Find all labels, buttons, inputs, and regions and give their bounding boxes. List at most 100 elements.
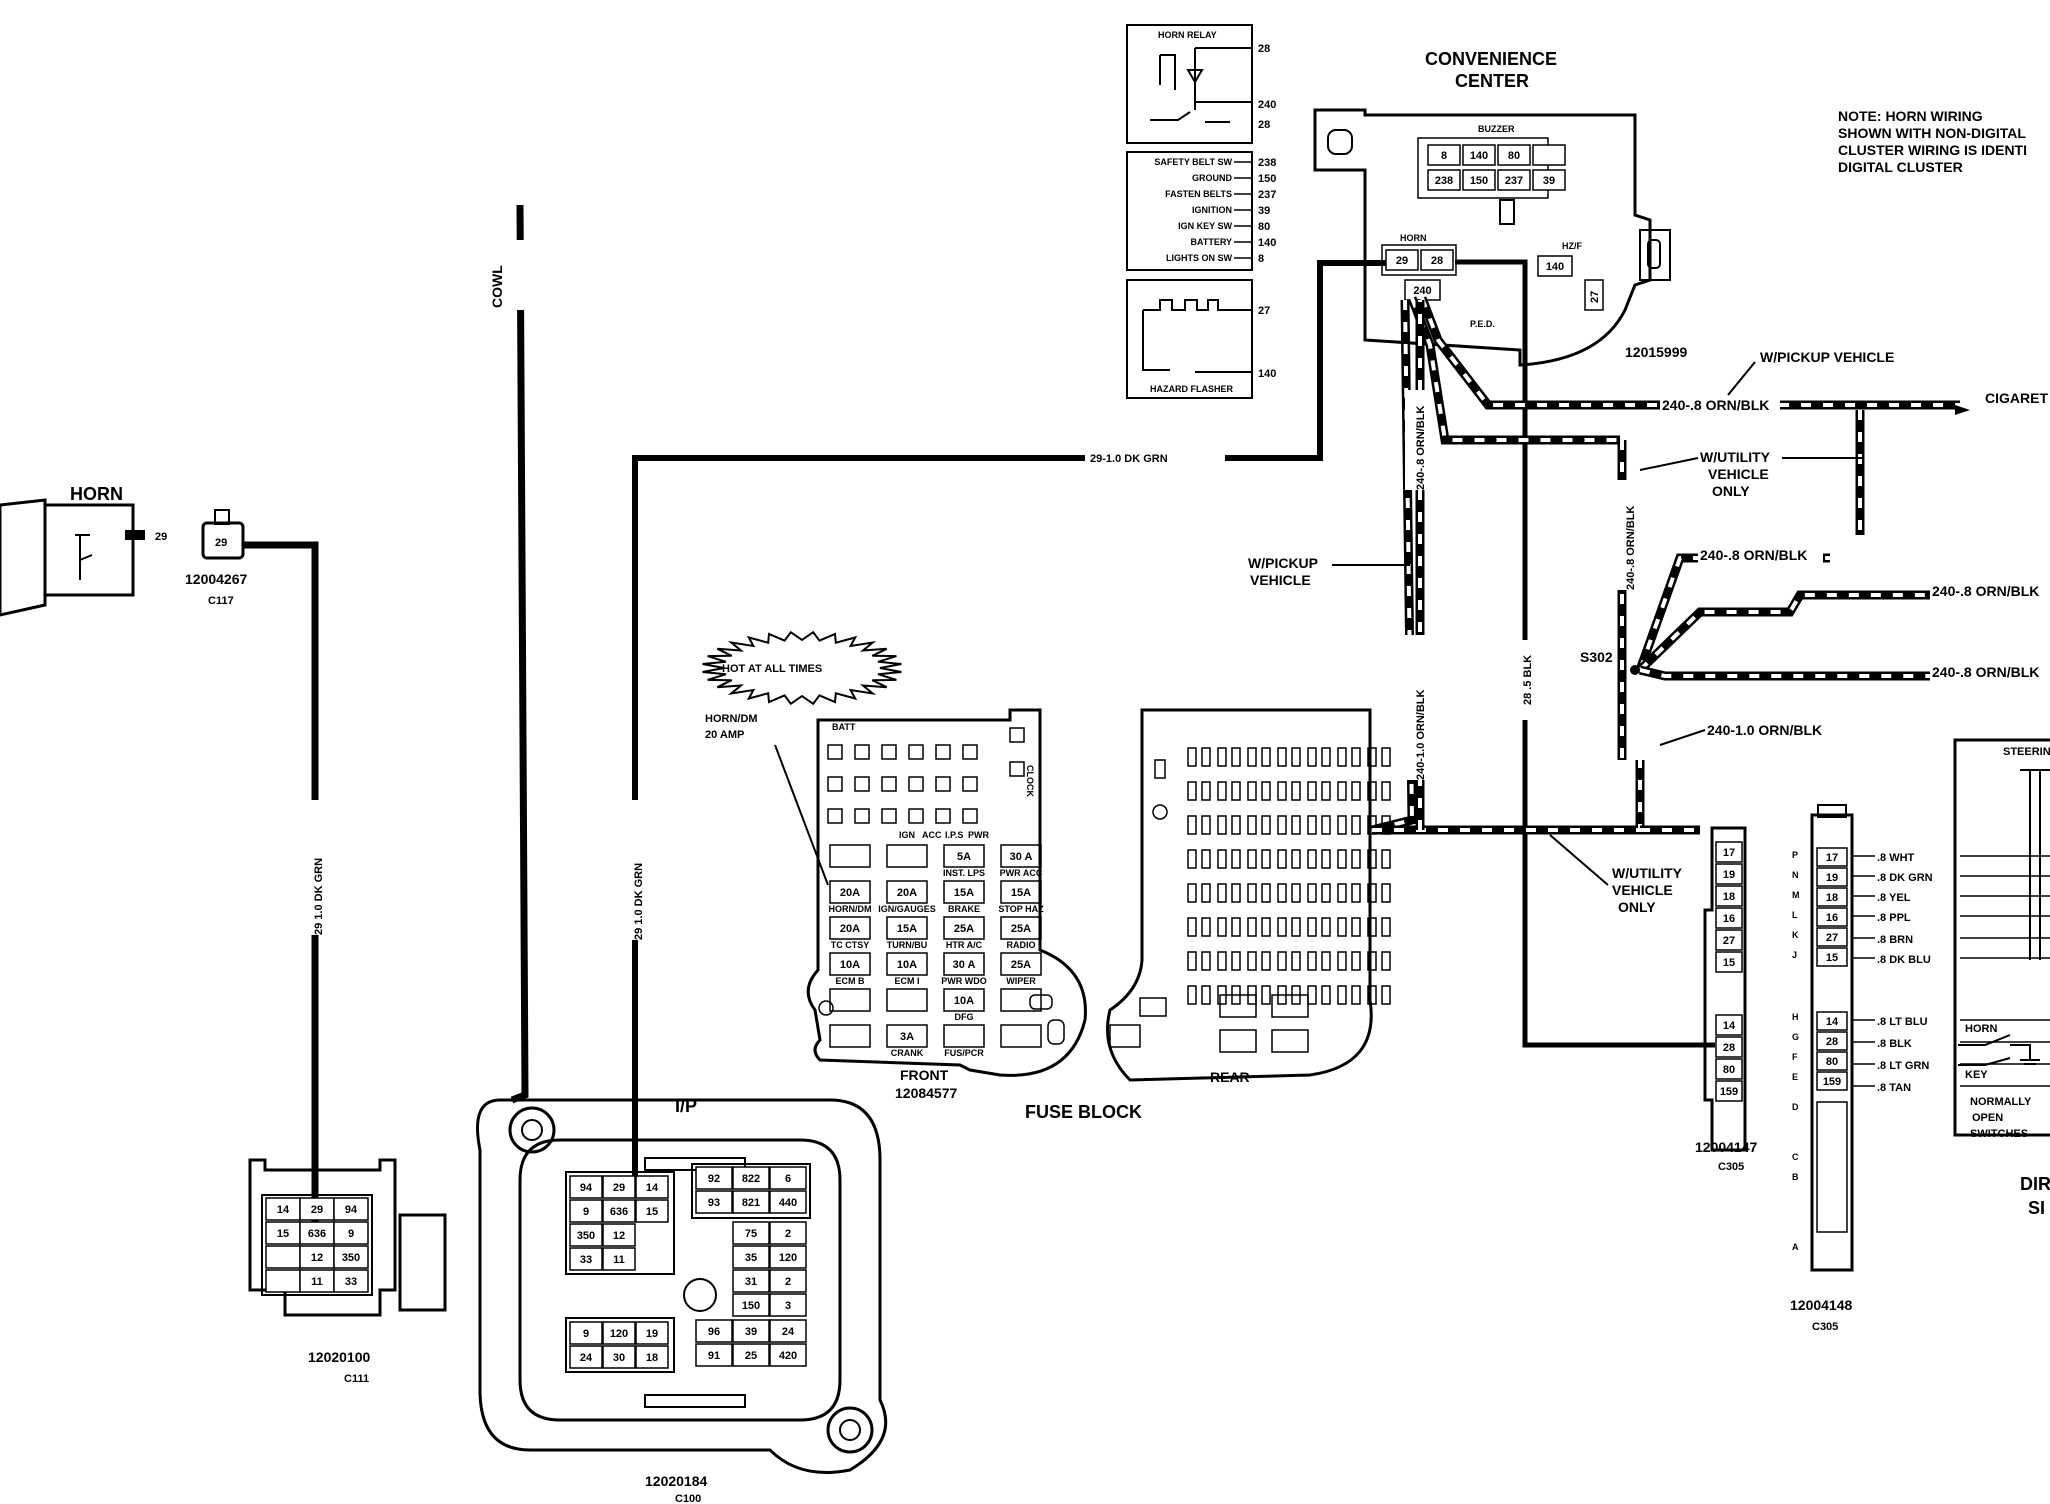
cc-title-1: CONVENIENCE bbox=[1425, 49, 1557, 69]
c305a-pin: 19 bbox=[1723, 869, 1735, 881]
ip-pin-box bbox=[732, 1221, 770, 1245]
hazard-flasher-title: HAZARD FLASHER bbox=[1150, 384, 1233, 394]
cc-buzzer-pin: 150 bbox=[1470, 175, 1488, 187]
horn-feed-wire bbox=[632, 260, 1395, 1180]
c111-pin: 9 bbox=[348, 1228, 354, 1240]
c111-pin: 12 bbox=[311, 1252, 323, 1264]
fuse-name: STOP HAZ bbox=[998, 904, 1044, 914]
buzzer-row-pin: 237 bbox=[1258, 189, 1276, 201]
svg-text:DIGITAL CLUSTER: DIGITAL CLUSTER bbox=[1838, 159, 1963, 175]
horn-relay-pin-2: 240 bbox=[1258, 99, 1276, 111]
c305b-letter: B bbox=[1792, 1172, 1799, 1182]
fuse-value: 3A bbox=[900, 1031, 914, 1043]
fuse-name: TURN/BU bbox=[887, 940, 928, 950]
cc-horn-pin-box bbox=[1385, 249, 1419, 271]
orn-blk-stripe bbox=[1638, 556, 1830, 671]
ip-pin-box bbox=[769, 1319, 807, 1343]
c111-pin-box bbox=[333, 1197, 369, 1221]
cc-ped-label: P.E.D. bbox=[1470, 319, 1495, 329]
c305b-letter: K bbox=[1792, 930, 1799, 940]
cc-buzzer-pin: 39 bbox=[1543, 175, 1555, 187]
c305b-wire-label: .8 TAN bbox=[1877, 1082, 1911, 1094]
c305b-wire-label: .8 LT BLU bbox=[1877, 1016, 1928, 1028]
c305b-letter: A bbox=[1792, 1242, 1799, 1252]
fuse-clock-label: CLOCK bbox=[1025, 765, 1035, 797]
c305a-part: 12004147 bbox=[1695, 1139, 1758, 1155]
cc-buzzer-pin-box bbox=[1462, 169, 1496, 191]
steering-switches-3: SWITCHES bbox=[1970, 1128, 2028, 1140]
c305b-pin-box bbox=[1816, 1051, 1848, 1071]
c111-pin: 636 bbox=[308, 1228, 326, 1240]
c305b-letter: H bbox=[1792, 1012, 1799, 1022]
orn-blk-stripe bbox=[1420, 297, 1960, 407]
ip-pin-box bbox=[769, 1245, 807, 1269]
c305a-pin-box bbox=[1715, 907, 1743, 929]
ip-pin: 25 bbox=[745, 1350, 757, 1362]
fuse-value: 20A bbox=[840, 887, 860, 899]
wire-label-w7: 240-.8 ORN/BLK bbox=[1932, 583, 2039, 599]
ip-pin: 29 bbox=[613, 1182, 625, 1194]
fuse-top-label: I.P.S bbox=[945, 830, 963, 840]
cc-pin-240: 240 bbox=[1413, 285, 1431, 297]
c305b-letter: P bbox=[1792, 850, 1798, 860]
buzzer-row-name: FASTEN BELTS bbox=[1165, 189, 1232, 199]
c117-part: 12004267 bbox=[185, 571, 248, 587]
fuse-name: ECM I bbox=[894, 976, 919, 986]
hazard-flasher: HAZARD FLASHER 27 140 bbox=[1126, 279, 1276, 399]
c305b-pin: 18 bbox=[1826, 892, 1838, 904]
ip-pin-box bbox=[769, 1343, 807, 1367]
c111-pin: 94 bbox=[345, 1204, 358, 1216]
c305a-pin-box bbox=[1715, 1036, 1743, 1058]
ip-pin: 14 bbox=[646, 1182, 659, 1194]
fuse-name: FUS/PCR bbox=[944, 1048, 984, 1058]
fuse-name: BRAKE bbox=[948, 904, 980, 914]
ip-pin-box bbox=[602, 1223, 636, 1247]
ip-pin-box bbox=[732, 1293, 770, 1317]
c305b-pin: 17 bbox=[1826, 852, 1838, 864]
c305a-pin: 80 bbox=[1723, 1064, 1735, 1076]
cc-buzzer-pin-box bbox=[1462, 144, 1496, 166]
c305a-pin-box bbox=[1715, 1014, 1743, 1036]
fuse-value: 10A bbox=[897, 959, 917, 971]
cc-buzzer-pin: 80 bbox=[1508, 150, 1520, 162]
c305a-pin-box bbox=[1715, 1080, 1743, 1102]
svg-text:CLUSTER WIRING IS IDENTI: CLUSTER WIRING IS IDENTI bbox=[1838, 142, 2027, 158]
horn-fuse-leader bbox=[774, 744, 829, 886]
fuse-name: ECM B bbox=[836, 976, 866, 986]
fuse-value: 15A bbox=[954, 887, 974, 899]
fuse-value: 15A bbox=[897, 923, 917, 935]
fuse-name: INST. LPS bbox=[943, 868, 985, 878]
wire-label-w6: 240-.8 ORN/BLK bbox=[1700, 547, 1807, 563]
steering-switches-1: NORMALLY bbox=[1970, 1096, 2032, 1108]
ip-pin: 12 bbox=[613, 1230, 625, 1242]
steering-switches-2: OPEN bbox=[1972, 1112, 2003, 1124]
c305b-name: C305 bbox=[1812, 1321, 1838, 1333]
c305a-pin-box bbox=[1715, 1058, 1743, 1080]
c305b-pin-box bbox=[1816, 927, 1848, 947]
cc-hzf-pin: 140 bbox=[1546, 261, 1564, 273]
ip-pin: 822 bbox=[742, 1173, 760, 1185]
c305b-pin: 80 bbox=[1826, 1056, 1838, 1068]
horn-fuse-label-1: HORN/DM bbox=[705, 713, 758, 725]
cc-pin-27: 27 bbox=[1589, 291, 1601, 303]
horn-relay: HORN RELAY 28 240 28 bbox=[1126, 24, 1276, 144]
c305b-part: 12004148 bbox=[1790, 1297, 1853, 1313]
ip-pin: 636 bbox=[610, 1206, 628, 1218]
ip-pin: 150 bbox=[742, 1300, 760, 1312]
fuse-name: PWR ACC bbox=[1000, 868, 1043, 878]
ip-pin-box bbox=[769, 1190, 807, 1214]
c305b-pin-box bbox=[1816, 1031, 1848, 1051]
ip-pin-box bbox=[769, 1293, 807, 1317]
c111-part: 12020100 bbox=[308, 1349, 371, 1365]
horn-component: HORN 29 bbox=[0, 484, 167, 617]
c305a-name: C305 bbox=[1718, 1161, 1744, 1173]
ip-pin-box bbox=[569, 1321, 603, 1345]
c305b-letter: M bbox=[1792, 890, 1800, 900]
c305a-pin-box bbox=[1715, 863, 1743, 885]
ip-pin: 9 bbox=[583, 1206, 589, 1218]
